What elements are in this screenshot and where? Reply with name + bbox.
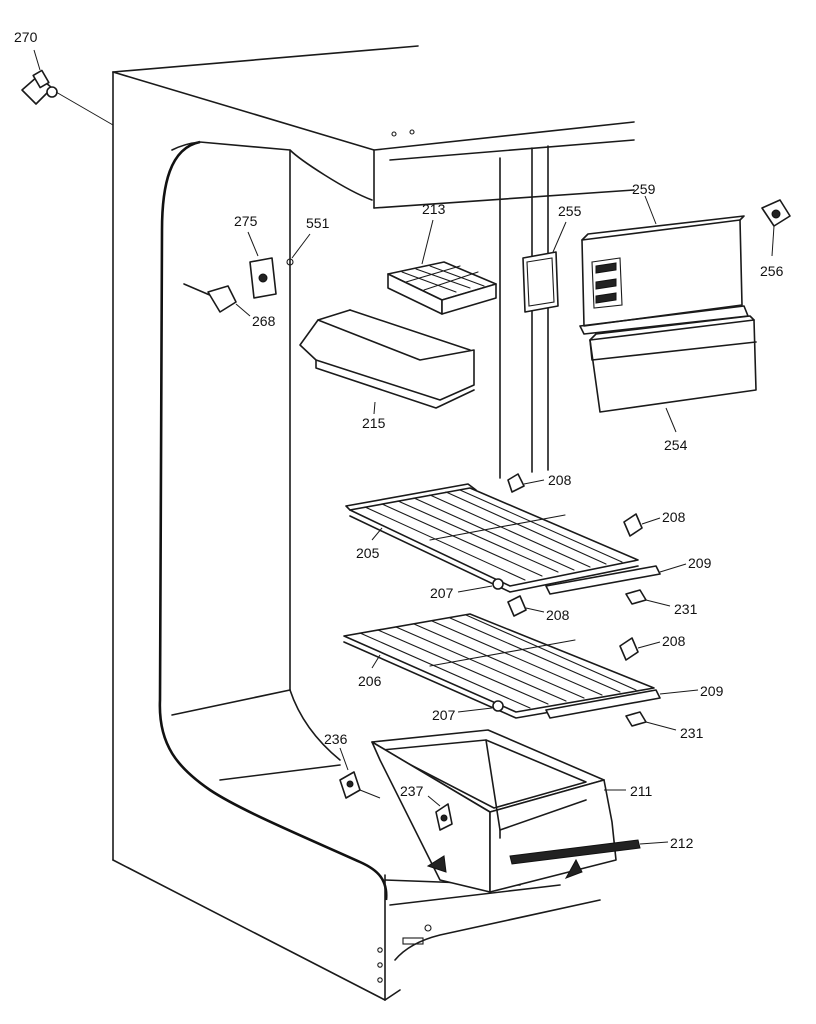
shelf-support-208b [623, 513, 661, 537]
label-209-b: 209 [700, 683, 724, 699]
part-255-cover [522, 221, 567, 313]
label-270: 270 [14, 29, 38, 45]
label-254: 254 [664, 437, 688, 453]
part-213-ice-tray [387, 219, 497, 315]
label-268: 268 [252, 313, 276, 329]
part-231a [625, 589, 671, 607]
label-208-b: 208 [662, 509, 686, 525]
shelf-support-208d [619, 637, 661, 661]
label-209-a: 209 [688, 555, 712, 571]
label-231-a: 231 [674, 601, 698, 617]
label-275: 275 [234, 213, 258, 229]
label-215: 215 [362, 415, 386, 431]
label-236: 236 [324, 731, 348, 747]
label-208-a: 208 [548, 472, 572, 488]
part-268-knob [183, 283, 251, 317]
part-236-bracket [339, 747, 381, 799]
part-231b [625, 711, 677, 731]
label-211: 211 [630, 783, 653, 799]
callout-labels: 270 275 551 268 213 215 255 259 256 254 … [14, 29, 784, 851]
shelf-205 [345, 483, 639, 593]
label-259: 259 [632, 181, 656, 197]
part-259-evaporator [579, 195, 749, 335]
part-211-drawer [371, 729, 626, 893]
label-255: 255 [558, 203, 582, 219]
label-551: 551 [306, 215, 330, 231]
part-256-latch [761, 199, 791, 257]
shelf-rail-209b [545, 689, 699, 719]
shelf-support-208a [507, 473, 545, 493]
part-207a [457, 578, 504, 593]
label-208-d: 208 [662, 633, 686, 649]
label-213: 213 [422, 201, 446, 217]
label-205: 205 [356, 545, 380, 561]
part-254-tray [589, 315, 757, 433]
part-270-fitting [21, 49, 114, 126]
label-212: 212 [670, 835, 694, 851]
part-237-clip [427, 795, 453, 831]
shelf-support-208c [507, 595, 545, 617]
label-231-b: 231 [680, 725, 704, 741]
label-208-c: 208 [546, 607, 570, 623]
label-207-a: 207 [430, 585, 454, 601]
shelf-rail-209a [545, 563, 687, 595]
label-207-b: 207 [432, 707, 456, 723]
label-237: 237 [400, 783, 424, 799]
label-256: 256 [760, 263, 784, 279]
part-212-handle [509, 839, 669, 865]
label-206: 206 [358, 673, 382, 689]
part-207b [457, 700, 504, 713]
part-275-switch [247, 231, 311, 299]
part-215-bin [299, 309, 475, 415]
